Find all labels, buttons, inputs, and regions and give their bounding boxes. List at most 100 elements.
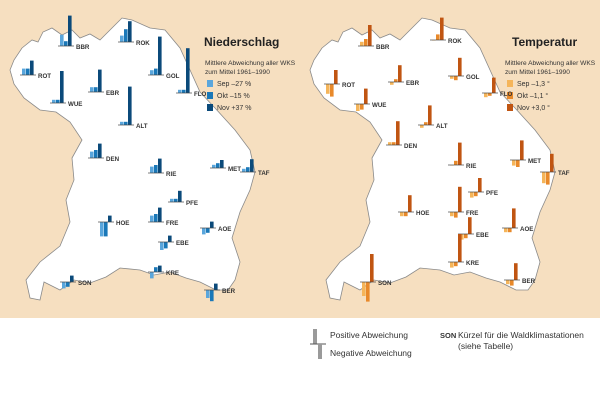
bar-taf-2 (550, 153, 554, 172)
station-rot: ROT (20, 60, 51, 80)
bar-rok-1 (124, 29, 128, 42)
station-pfe: PFE (168, 190, 198, 207)
station-label-flo: FLO (500, 91, 513, 98)
station-ebe: EBE (158, 235, 189, 250)
legend-label-0: Sep –27 % (217, 81, 251, 88)
bar-kre-1 (454, 262, 458, 267)
bar-ber-0 (206, 290, 210, 298)
bar-hoe-1 (104, 222, 108, 237)
precipitation-map-panel: Niederschlag Mittlere Abweichung aller W… (0, 0, 300, 318)
bar-ber-2 (514, 263, 518, 280)
bar-pfe-2 (178, 190, 182, 202)
bar-rot-1 (26, 68, 30, 75)
legend-swatch-2 (207, 104, 213, 111)
bar-ber-1 (210, 290, 214, 302)
station-label-ebr: EBR (406, 80, 420, 87)
bar-kre-2 (158, 265, 162, 272)
station-label-pfe: PFE (486, 190, 498, 197)
station-fre: FRE (448, 186, 478, 218)
bar-rie-1 (454, 160, 458, 165)
bar-son-0 (362, 282, 366, 296)
station-label-aoe: AOE (520, 226, 533, 233)
station-label-fre: FRE (466, 210, 478, 217)
station-rok: ROK (118, 21, 150, 47)
bar-taf-2 (250, 159, 254, 172)
legend-title-line-2: zum Mittel 1961–1990 (205, 69, 270, 76)
station-gol: GOL (148, 36, 180, 80)
station-den: DEN (386, 121, 418, 150)
station-fre: FRE (148, 207, 178, 227)
legend-swatch-0 (207, 80, 213, 87)
legend-label-0: Sep –1,3 ° (517, 80, 550, 88)
station-label-son: SON (378, 280, 392, 287)
bar-rot-0 (22, 68, 26, 75)
bar-rok-0 (120, 35, 124, 42)
bar-gol-1 (454, 76, 458, 81)
bar-flo-2 (186, 48, 190, 93)
bar-rot-2 (30, 60, 34, 75)
bar-taf-0 (542, 172, 546, 184)
station-alt: ALT (118, 86, 148, 130)
bar-met-2 (220, 160, 224, 168)
legend-positive-label: Positive Abweichung (330, 330, 408, 340)
bar-den-0 (90, 151, 94, 158)
station-label-den: DEN (106, 156, 120, 163)
station-wue: WUE (354, 88, 386, 111)
station-aoe: AOE (200, 221, 231, 235)
station-gol: GOL (448, 57, 480, 81)
legend-swatch-1 (207, 92, 213, 99)
bar-alt-1 (424, 122, 428, 125)
temperature-map-panel: Temperatur Mittlere Abweichung aller WKS… (300, 0, 600, 318)
legend-swatch-2 (507, 104, 513, 111)
station-label-rot: ROT (342, 82, 355, 89)
legend-label-1: Okt –15 % (217, 93, 250, 100)
station-label-ber: BER (522, 278, 536, 285)
bar-ebe-2 (468, 217, 472, 234)
bar-alt-1 (124, 121, 128, 125)
station-label-pfe: PFE (186, 200, 198, 207)
station-label-gol: GOL (166, 73, 180, 80)
bar-wue-0 (356, 104, 360, 111)
bar-kre-0 (450, 262, 454, 268)
station-met: MET (510, 140, 541, 167)
station-taf: TAF (540, 153, 570, 185)
station-rok: ROK (430, 17, 462, 45)
bar-hoe-2 (108, 215, 112, 222)
bar-den-0 (388, 142, 392, 145)
bar-ebr-0 (390, 82, 394, 85)
legend-items: Sep –1,3 °Okt –1,1 °Nov +3,0 ° (507, 80, 550, 112)
station-label-son: SON (78, 280, 92, 287)
station-label-gol: GOL (466, 74, 480, 81)
bar-gol-0 (150, 70, 154, 75)
bar-bbr-0 (360, 41, 364, 46)
bar-den-2 (98, 143, 102, 158)
bar-flo-2 (492, 77, 496, 93)
bar-rot-0 (326, 84, 330, 94)
bar-wue-1 (56, 99, 60, 103)
bottom-legend: Positive Abweichung Negative Abweichung … (0, 318, 600, 400)
bar-fre-2 (458, 186, 462, 212)
bar-taf-1 (246, 167, 250, 172)
bar-bbr-1 (364, 39, 368, 46)
stations: ROKBBRROTEBRGOLWUEFLOALTDENRIEMETTAFPFEF… (20, 15, 270, 302)
bar-bbr-0 (60, 34, 64, 46)
bar-ebr-1 (94, 87, 98, 92)
bar-met-1 (516, 160, 520, 167)
station-label-ebe: EBE (476, 232, 489, 239)
bar-alt-0 (420, 125, 424, 128)
station-met: MET (210, 160, 241, 173)
bar-pfe-1 (174, 198, 178, 202)
station-label-met: MET (228, 166, 241, 173)
bar-hoe-1 (404, 212, 408, 217)
bar-ebe-0 (160, 242, 164, 250)
station-son: SON (60, 275, 92, 289)
bar-taf-0 (242, 168, 246, 172)
bar-met-1 (216, 163, 220, 168)
bar-ebe-1 (464, 234, 468, 239)
legend-label-1: Okt –1,1 ° (517, 92, 548, 100)
bar-gol-2 (458, 57, 462, 76)
bar-pfe-2 (478, 178, 482, 192)
station-label-fre: FRE (166, 220, 178, 227)
bar-met-0 (212, 164, 216, 168)
